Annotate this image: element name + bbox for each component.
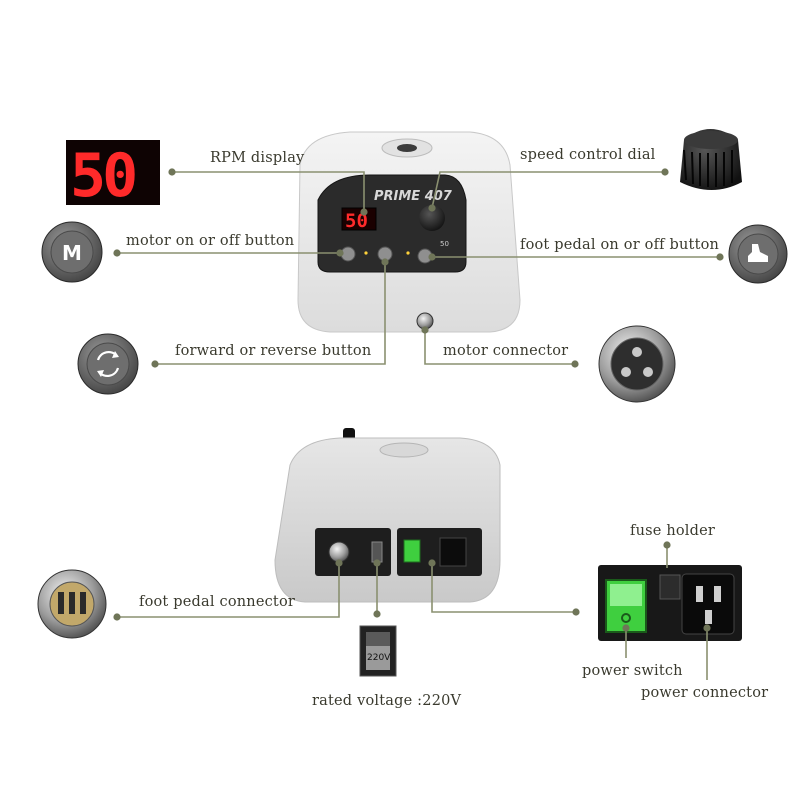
label-motor-connector: motor connector xyxy=(443,343,569,359)
speed-dial-knob[interactable] xyxy=(419,205,445,231)
leader-dot-8 xyxy=(151,360,159,368)
speed-dial-closeup xyxy=(680,129,742,190)
rear-power-socket xyxy=(439,537,467,567)
leader-fwd-rev xyxy=(155,262,386,365)
label-foot-pedal-button: foot pedal on or off button xyxy=(520,237,720,253)
leader-dot-1 xyxy=(360,208,368,216)
leader-foot-conn xyxy=(117,563,340,618)
label-foot-pedal-connector: foot pedal connector xyxy=(139,594,296,610)
foot-icon xyxy=(748,244,768,262)
model-name: PRIME 407 xyxy=(374,189,453,204)
leader-dot-11 xyxy=(571,360,579,368)
leader-dots xyxy=(113,168,724,632)
label-rated-voltage: rated voltage :220V xyxy=(312,693,462,709)
leader-dot-20 xyxy=(703,624,711,632)
leader-dot-19 xyxy=(622,624,630,632)
voltage-tag: 220V xyxy=(367,653,391,663)
leader-dot-3 xyxy=(428,204,436,212)
leader-dot-13 xyxy=(335,559,343,567)
voltage-selector xyxy=(371,541,383,563)
leader-dot-17 xyxy=(572,608,580,616)
leader-dot-15 xyxy=(373,610,381,618)
rpm-display-closeup-value: 50 xyxy=(70,141,135,211)
leader-dot-9 xyxy=(381,258,389,266)
leader-rpm-display xyxy=(172,171,365,212)
panel-led-right xyxy=(406,251,410,255)
leader-lines xyxy=(117,171,720,680)
main-unit-rear xyxy=(274,428,501,603)
label-motor-button: motor on or off button xyxy=(126,233,295,249)
leader-dot-12 xyxy=(113,613,121,621)
main-unit-front xyxy=(297,131,521,333)
label-speed-dial: speed control dial xyxy=(520,147,656,163)
rear-power-switch xyxy=(403,539,421,563)
leader-dot-5 xyxy=(336,249,344,257)
leader-dot-0 xyxy=(168,168,176,176)
label-fuse-holder: fuse holder xyxy=(630,523,716,539)
leader-dot-6 xyxy=(428,253,436,261)
dial-scale-value: 50 xyxy=(440,240,449,248)
panel-led-left xyxy=(364,251,368,255)
label-rpm-display: RPM display xyxy=(210,150,305,166)
small-display-value: 50 xyxy=(345,210,368,232)
leader-dot-7 xyxy=(716,253,724,261)
leader-dot-2 xyxy=(661,168,669,176)
leader-dot-18 xyxy=(663,541,671,549)
motor-button-glyph: M xyxy=(62,241,82,265)
rpm-display-closeup xyxy=(66,140,160,205)
label-fwd-rev-button: forward or reverse button xyxy=(175,343,372,359)
foot-pedal-connector-socket xyxy=(328,541,350,563)
label-power-switch: power switch xyxy=(582,663,683,679)
small-rpm-display xyxy=(341,207,377,231)
leader-dot-14 xyxy=(373,559,381,567)
leader-dot-16 xyxy=(428,559,436,567)
leader-power-module xyxy=(431,563,576,613)
power-module-closeup xyxy=(598,565,742,641)
label-power-connector: power connector xyxy=(641,685,769,701)
leader-dot-4 xyxy=(113,249,121,257)
leader-dot-10 xyxy=(421,326,429,334)
leader-motor-conn xyxy=(424,330,575,365)
leader-speed-dial xyxy=(431,171,665,209)
